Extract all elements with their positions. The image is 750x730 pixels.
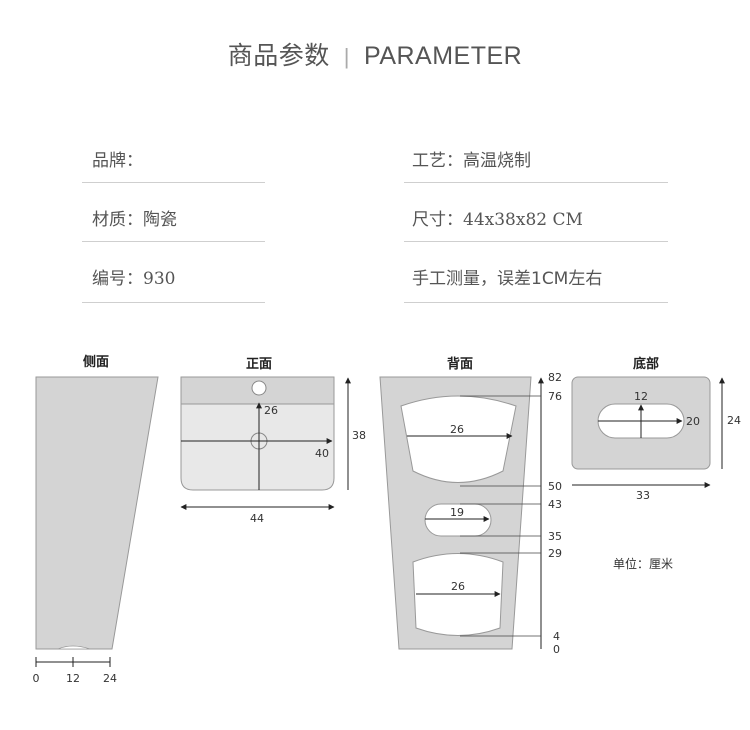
param-number: 编号：930 (92, 264, 175, 289)
back-title: 背面 (447, 356, 473, 372)
front-dim-26: 26 (264, 404, 278, 417)
param-brand-key: 品牌： (92, 151, 143, 171)
back-dim-26-lower: 26 (451, 580, 465, 593)
bottom-dim-33: 33 (636, 489, 650, 502)
back-dim-26-upper: 26 (450, 423, 464, 436)
side-dim-0: 0 (33, 672, 40, 685)
side-foot-cutout (57, 645, 91, 650)
param-material-key: 材质： (92, 210, 143, 230)
param-note: 手工测量，误差1CM左右 (412, 264, 602, 289)
front-dim-38: 38 (352, 429, 366, 442)
param-brand: 品牌： (92, 146, 143, 171)
bottom-dim-20: 20 (686, 415, 700, 428)
front-dim-44: 44 (250, 512, 264, 525)
back-middle-cutout (424, 503, 492, 537)
divider (82, 241, 265, 242)
front-title: 正面 (246, 357, 272, 372)
header-title-cn: 商品参数 (227, 42, 330, 70)
param-material: 材质：陶瓷 (92, 205, 177, 230)
bottom-dim-12: 12 (634, 390, 648, 403)
param-craft: 工艺：高温烧制 (412, 146, 531, 171)
back-scale-0: 0 (553, 643, 560, 656)
back-scale-29: 29 (548, 547, 562, 560)
side-dim-12: 12 (66, 672, 80, 685)
param-size-value: 44x38x82 CM (463, 210, 583, 230)
side-dim-24: 24 (103, 672, 117, 685)
param-number-key: 编号： (92, 269, 143, 289)
param-size: 尺寸：44x38x82 CM (412, 205, 583, 230)
divider (82, 182, 265, 183)
back-scale-4: 4 (553, 630, 560, 643)
back-scale-35: 35 (548, 530, 562, 543)
back-scale-50: 50 (548, 480, 562, 493)
param-material-value: 陶瓷 (143, 210, 177, 230)
back-upper-cutout (400, 395, 517, 483)
param-note-value: 手工测量，误差1CM左右 (412, 269, 603, 289)
param-craft-value: 高温烧制 (463, 151, 531, 171)
page-header: 商品参数 | PARAMETER (0, 36, 750, 72)
bottom-dim-24: 24 (727, 414, 741, 427)
front-dim-40: 40 (315, 447, 329, 460)
back-dim-19: 19 (450, 506, 464, 519)
back-scale-43: 43 (548, 498, 562, 511)
header-separator: | (343, 44, 350, 69)
side-view-shape (35, 376, 159, 650)
header-title-en: PARAMETER (364, 42, 523, 70)
back-scale-82: 82 (548, 371, 562, 384)
bottom-title: 底部 (633, 356, 659, 372)
unit-label: 单位：厘米 (613, 556, 673, 571)
divider (404, 182, 668, 183)
divider (82, 302, 265, 303)
divider (404, 241, 668, 242)
param-number-value: 930 (143, 269, 176, 289)
front-top-hole (251, 380, 267, 396)
divider (404, 302, 668, 303)
param-size-key: 尺寸： (412, 210, 463, 230)
param-craft-key: 工艺： (412, 151, 463, 171)
side-title: 侧面 (83, 354, 109, 370)
back-scale-76: 76 (548, 390, 562, 403)
